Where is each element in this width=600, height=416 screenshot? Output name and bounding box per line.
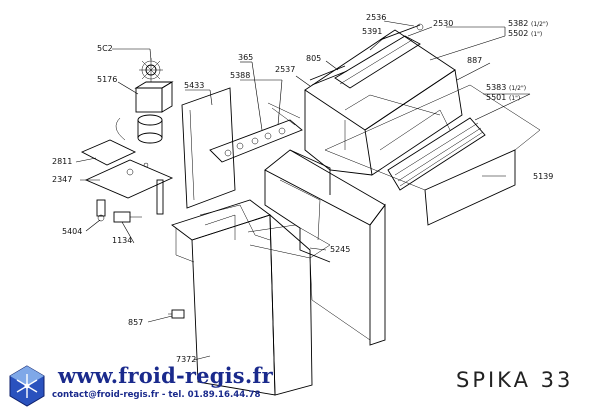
front-panel-5139 <box>324 84 541 226</box>
label-5502: 5502 <box>508 29 528 38</box>
switch-5404 <box>96 199 106 222</box>
ice-cube-grid <box>387 117 486 191</box>
label-5245: 5245 <box>330 245 350 254</box>
label-2537: 2537 <box>275 65 295 74</box>
gear-motor <box>115 81 174 144</box>
leader-lines <box>75 20 531 361</box>
spray-bar-2536 <box>379 23 424 41</box>
contact-info: contact@froid-regis.fr - tel. 01.89.16.4… <box>52 390 261 400</box>
label-5388: 5388 <box>230 71 250 80</box>
drain-fitting <box>168 309 185 319</box>
cabinet-body <box>171 199 313 396</box>
label-805: 805 <box>306 54 321 63</box>
label-5382: 5382 <box>508 19 528 28</box>
label-5404: 5404 <box>62 227 82 236</box>
label-5501-size: (1") <box>509 95 520 102</box>
label-7372: 7372 <box>176 355 196 364</box>
label-5383-size: (1/2") <box>509 85 526 92</box>
support-post <box>156 179 164 215</box>
label-2536: 2536 <box>366 13 386 22</box>
gear-wheel <box>139 58 163 82</box>
label-5391: 5391 <box>362 27 382 36</box>
label-5502-size: (1") <box>531 31 542 38</box>
part-labels: 2536 2530 5382 (1/2") 5502 (1") 5391 805… <box>52 13 553 364</box>
label-5501: 5501 <box>486 93 506 102</box>
label-2347: 2347 <box>52 175 72 184</box>
website-link[interactable]: www.froid-regis.fr <box>58 363 273 388</box>
storage-bin <box>247 149 386 346</box>
base-plate-2347 <box>84 159 174 199</box>
label-5139: 5139 <box>533 172 553 181</box>
label-5433: 5433 <box>184 81 204 90</box>
label-365: 365 <box>238 53 253 62</box>
mounting-plate <box>209 102 303 163</box>
sensor-1134 <box>113 211 142 223</box>
label-2811: 2811 <box>52 157 72 166</box>
cover-plate-2811 <box>80 139 137 166</box>
side-panel-5433 <box>181 87 236 209</box>
label-2530: 2530 <box>433 19 453 28</box>
froid-regis-logo-icon <box>9 365 45 407</box>
label-5c2: 5C2 <box>97 44 113 53</box>
water-tube-805 <box>309 65 348 86</box>
label-1134: 1134 <box>112 236 132 245</box>
label-5383: 5383 <box>486 83 506 92</box>
evaporator-assembly <box>304 29 463 176</box>
label-5176: 5176 <box>97 75 117 84</box>
label-857: 857 <box>128 318 143 327</box>
model-name: SPIKA 33 <box>456 368 574 392</box>
label-887: 887 <box>467 56 482 65</box>
label-5382-size: (1/2") <box>531 21 548 28</box>
